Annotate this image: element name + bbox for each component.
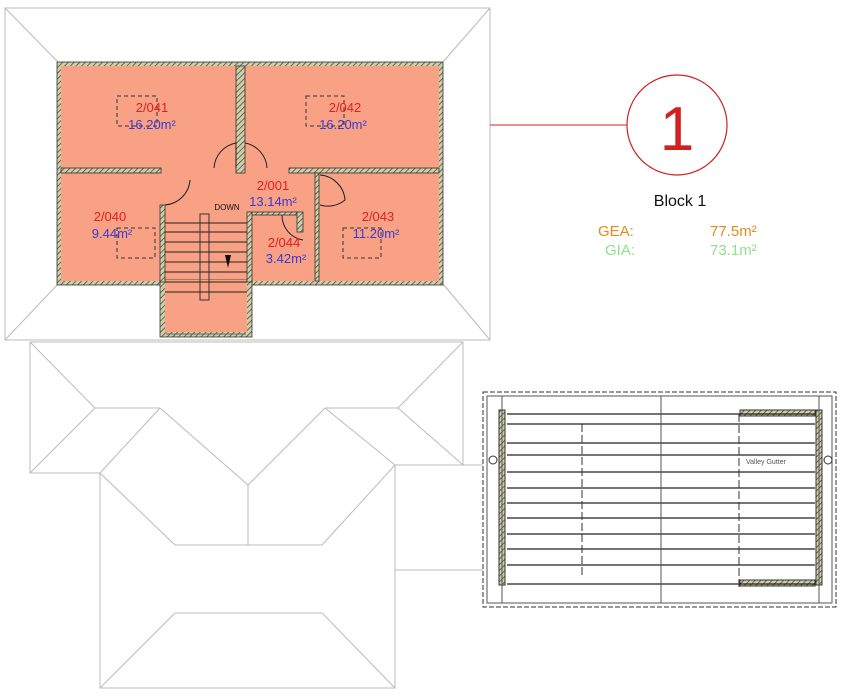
stair-label: DOWN [214,203,240,212]
roof-framing-plan: Valley Gutter [482,391,837,608]
upper-roof-outline [4,7,491,341]
room-area: 9.44m² [92,226,133,241]
gia-value: 73.1m² [710,242,757,259]
lower-roof-outline [29,341,483,689]
room-id: 2/043 [362,209,395,224]
floor-plan: 2/041 16.20m² 2/042 16.20m² 2/001 13.14m… [56,61,444,338]
room-id: 2/042 [329,100,362,115]
block-callout: 1 Block 1 GEA: 77.5m² GIA: 73.1m² [490,74,757,259]
room-area: 16.20m² [128,117,176,132]
downpipe-icon [823,455,833,465]
gea-value: 77.5m² [710,223,757,240]
block-name: Block 1 [654,193,707,210]
down-arrow-icon [225,255,231,268]
valley-gutter-label: Valley Gutter [746,459,787,466]
block-number: 1 [660,95,694,164]
room-id: 2/044 [268,235,301,250]
staircase [165,213,247,301]
room-area: 11.20m² [353,226,400,241]
room-id: 2/041 [136,100,169,115]
room-area: 3.42m² [266,251,307,266]
room-area: 16.20m² [319,117,367,132]
room-id: 2/040 [94,209,127,224]
gia-label: GIA: [605,242,635,259]
gea-label: GEA: [598,223,634,240]
room-id: 2/001 [257,178,290,193]
downpipe-icon [488,455,498,465]
room-area: 13.14m² [249,194,297,209]
